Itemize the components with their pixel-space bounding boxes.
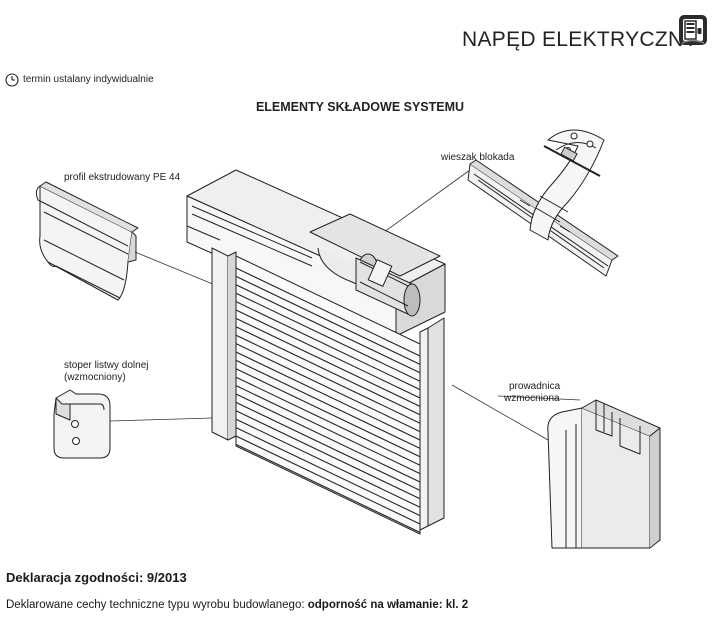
shutter-slat bbox=[235, 427, 421, 517]
door-drive-icon bbox=[679, 15, 707, 45]
clock-icon bbox=[5, 73, 19, 87]
roller-shutter-illustration bbox=[186, 169, 446, 535]
label-bottom-stopper: stoper listwy dolnej bbox=[64, 360, 149, 371]
shutter-slat bbox=[235, 292, 421, 382]
shutter-slat bbox=[235, 351, 421, 441]
shutter-slat bbox=[235, 309, 421, 399]
extruded-profile-illustration bbox=[35, 181, 139, 301]
shutter-slat bbox=[235, 435, 421, 525]
shutter-slats bbox=[235, 267, 421, 533]
bottom-stopper-illustration bbox=[53, 389, 111, 459]
system-components-drawing bbox=[35, 129, 661, 549]
shutter-slat bbox=[235, 385, 421, 475]
shutter-slat bbox=[235, 267, 421, 357]
shutter-slat bbox=[235, 376, 421, 466]
shutter-slat bbox=[235, 275, 421, 365]
shutter-slat bbox=[235, 301, 421, 391]
reinforced-guide-illustration bbox=[547, 399, 661, 549]
shutter-slat bbox=[235, 334, 421, 424]
shutter-slat bbox=[235, 368, 421, 458]
term-note: termin ustalany indywidualnie bbox=[23, 74, 154, 85]
shutter-slat bbox=[235, 418, 421, 508]
declaration-label: Deklaracja zgodności: bbox=[6, 570, 144, 585]
shutter-slat bbox=[235, 326, 421, 416]
hanger-lock-illustration bbox=[467, 129, 619, 277]
label-reinforced-guide: prowadnica bbox=[509, 381, 561, 392]
features-prefix: Deklarowane cechy techniczne typu wyrobu… bbox=[6, 599, 305, 611]
features-value: kl. 2 bbox=[445, 599, 469, 611]
shutter-slat bbox=[235, 343, 421, 433]
shutter-slat bbox=[235, 393, 421, 483]
shutter-slat bbox=[235, 443, 421, 533]
label-reinforced-guide-note: wzmocniona bbox=[504, 393, 560, 404]
label-bottom-stopper-note: (wzmocniony) bbox=[64, 372, 126, 383]
section-heading: ELEMENTY SKŁADOWE SYSTEMU bbox=[255, 100, 465, 114]
declaration-of-conformity: Deklaracja zgodności: 9/2013 bbox=[6, 570, 187, 585]
label-extruded-profile: profil ekstrudowany PE 44 bbox=[64, 172, 181, 183]
shutter-slat bbox=[235, 401, 421, 491]
technical-features: Deklarowane cechy techniczne typu wyrobu… bbox=[6, 599, 468, 611]
shutter-slat bbox=[235, 284, 421, 374]
label-hanger-lock: wieszak blokada bbox=[441, 152, 515, 163]
declaration-value: 9/2013 bbox=[146, 570, 187, 585]
page-title: NAPĘD ELEKTRYCZNY bbox=[462, 28, 698, 51]
shutter-slat bbox=[235, 410, 421, 500]
shutter-slat bbox=[235, 359, 421, 449]
shutter-slat bbox=[235, 317, 421, 407]
features-property: odporność na włamanie: bbox=[307, 599, 443, 611]
